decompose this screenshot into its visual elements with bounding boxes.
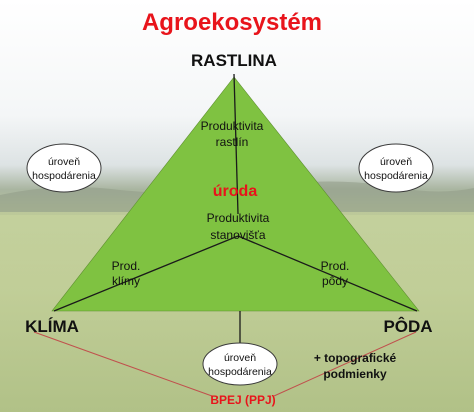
line-to-left bbox=[53, 235, 239, 312]
yield-label: úroda bbox=[213, 183, 258, 200]
oval-bottom: úroveň hospodárenia bbox=[202, 342, 278, 386]
bpej-line-right bbox=[273, 331, 417, 397]
oval-right: úroveň hospodárenia bbox=[358, 143, 434, 193]
vertex-top-label: RASTLINA bbox=[191, 51, 277, 70]
oval-bottom-line1: úroveň bbox=[224, 352, 256, 364]
line-to-right bbox=[237, 235, 418, 312]
prod-plants-line1: Produktivita bbox=[201, 119, 264, 133]
prod-soil-line1: Prod. bbox=[321, 259, 350, 273]
prod-climate-line2: klímy bbox=[112, 274, 140, 288]
oval-bottom-line2: hospodárenia bbox=[208, 366, 272, 378]
oval-left-line2: hospodárenia bbox=[32, 170, 96, 182]
line-top-vertical bbox=[233, 73, 239, 215]
topo-line1: + topografické bbox=[314, 351, 397, 365]
prod-site-line1: Produktivita bbox=[207, 211, 270, 225]
oval-left: úroveň hospodárenia bbox=[26, 143, 102, 193]
vertex-right-label: PÔDA bbox=[383, 317, 432, 336]
topo-line2: podmienky bbox=[323, 367, 387, 381]
oval-left-line1: úroveň bbox=[48, 156, 80, 168]
oval-right-line2: hospodárenia bbox=[364, 170, 428, 182]
bpej-line-left bbox=[33, 331, 213, 397]
prod-climate-line1: Prod. bbox=[112, 259, 141, 273]
diagram-title: Agroekosystém bbox=[142, 9, 322, 36]
prod-plants-line2: rastlín bbox=[216, 135, 249, 149]
triangle bbox=[51, 76, 420, 312]
oval-right-line1: úroveň bbox=[380, 156, 412, 168]
prod-soil-line2: pôdy bbox=[322, 274, 348, 288]
vertex-left-label: KLÍMA bbox=[25, 317, 79, 336]
prod-site-line2: stanovišťa bbox=[210, 228, 266, 242]
bpej-label: BPEJ (PPJ) bbox=[210, 393, 275, 407]
